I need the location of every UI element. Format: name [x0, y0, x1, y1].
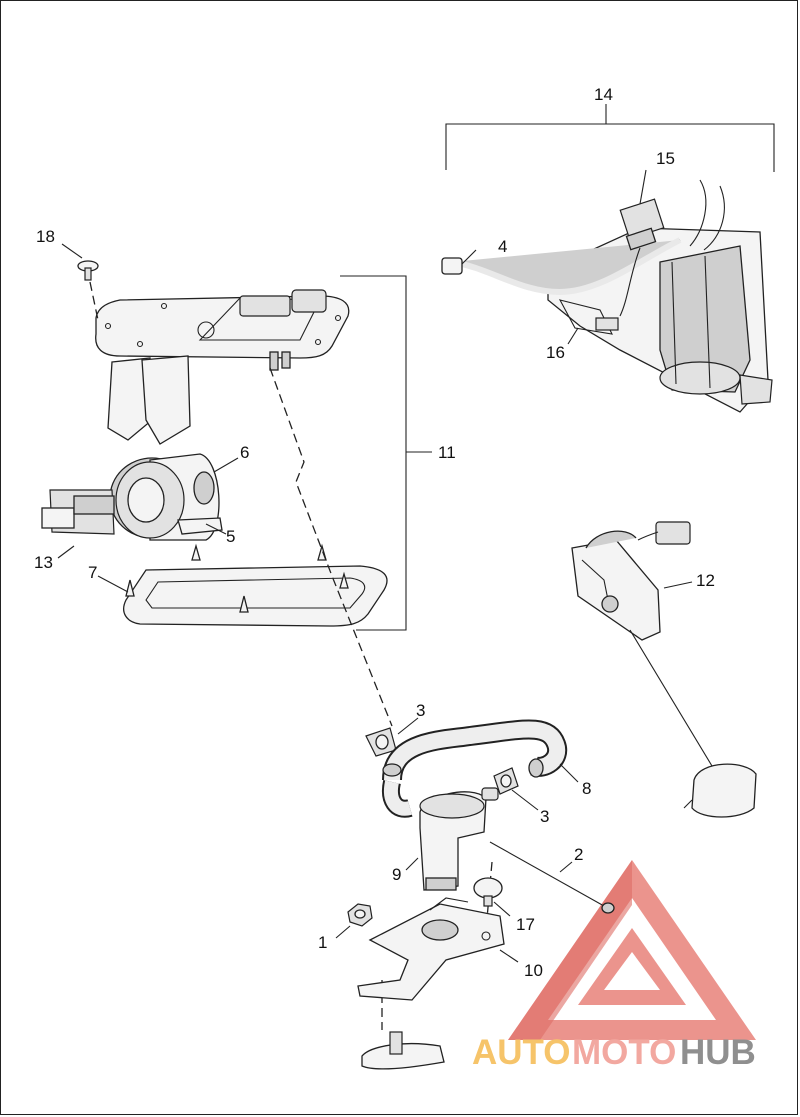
bracket-11: [340, 275, 432, 631]
filter-bracket: [357, 897, 505, 1070]
fuel-pump-module-assembly: [441, 179, 773, 413]
callout-3-upper: 3: [416, 701, 425, 720]
fuel-hose: [382, 719, 568, 818]
callout-7: 7: [88, 563, 97, 582]
bracket-14: [445, 104, 775, 172]
watermark-logo: [508, 860, 756, 1040]
fuel-pump-motor: [41, 453, 223, 541]
hex-nut: [347, 903, 373, 927]
callout-16: 16: [546, 343, 565, 362]
watermark-hub: HUB: [680, 1033, 756, 1072]
callout-14: 14: [594, 85, 613, 104]
callout-1: 1: [318, 933, 327, 952]
callout-18: 18: [36, 227, 55, 246]
callout-11: 11: [438, 443, 456, 462]
callout-5: 5: [226, 527, 235, 546]
callout-15: 15: [656, 149, 675, 168]
watermark-auto: AUTO: [472, 1033, 571, 1072]
fuel-filter: [419, 787, 499, 891]
hose-clamp-lower: [493, 767, 519, 795]
callout-10: 10: [524, 961, 543, 980]
watermark-text: AUTO MOTO HUB: [472, 1033, 756, 1072]
pump-cover-flange: [95, 289, 350, 445]
gasket: [123, 543, 388, 627]
callout-6: 6: [240, 443, 249, 462]
callout-labels: 1 2 3 3 4 5 6 7 8 9 10 11 12 13 14 15 16…: [34, 85, 715, 980]
strap-rod: [489, 841, 615, 914]
screw: [77, 260, 99, 281]
callout-9: 9: [392, 865, 401, 884]
leader-lines: [57, 169, 693, 963]
callout-2: 2: [574, 845, 583, 864]
watermark-moto: MOTO: [572, 1033, 676, 1072]
fuel-level-sender: [571, 521, 757, 818]
callout-8: 8: [582, 779, 591, 798]
callout-3-lower: 3: [540, 807, 549, 826]
hose-clamp-upper: [365, 727, 397, 757]
callout-12: 12: [696, 571, 715, 590]
callout-13: 13: [34, 553, 53, 572]
callout-17: 17: [516, 915, 535, 934]
grommet: [473, 877, 503, 907]
callout-4: 4: [498, 237, 507, 256]
